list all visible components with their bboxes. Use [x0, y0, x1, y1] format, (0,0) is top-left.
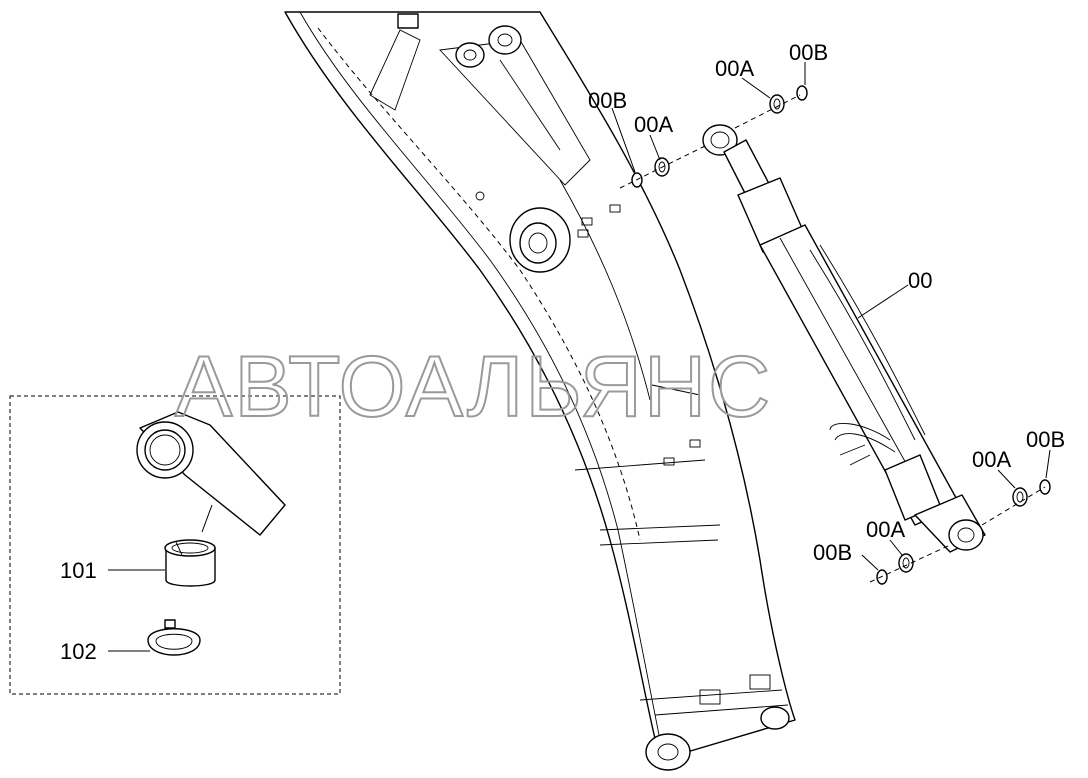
- callout-00b-top-left: 00B: [588, 88, 627, 113]
- callout-102: 102: [60, 639, 97, 664]
- callout-00a-top-left: 00A: [634, 112, 673, 137]
- callouts: 00 00A 00B 00A 00B 00A 00B 00A 00B 101 1…: [60, 40, 1065, 664]
- detail-box: [9, 395, 341, 695]
- washers: [611, 62, 1051, 585]
- callout-00b-bottom-right: 00B: [1026, 427, 1065, 452]
- callout-00b-bottom-left: 00B: [813, 540, 852, 565]
- callout-00b-top-right: 00B: [789, 40, 828, 65]
- watermark-text: АВТОАЛЬЯНС: [175, 339, 772, 435]
- callout-00a-bottom-left: 00A: [866, 517, 905, 542]
- callout-00a-top-right: 00A: [715, 56, 754, 81]
- callout-101: 101: [60, 558, 97, 583]
- callout-00a-bottom-right: 00A: [972, 447, 1011, 472]
- callout-cylinder: 00: [908, 268, 932, 293]
- hydraulic-cylinder: [702, 124, 986, 553]
- boom-arm: [284, 11, 796, 771]
